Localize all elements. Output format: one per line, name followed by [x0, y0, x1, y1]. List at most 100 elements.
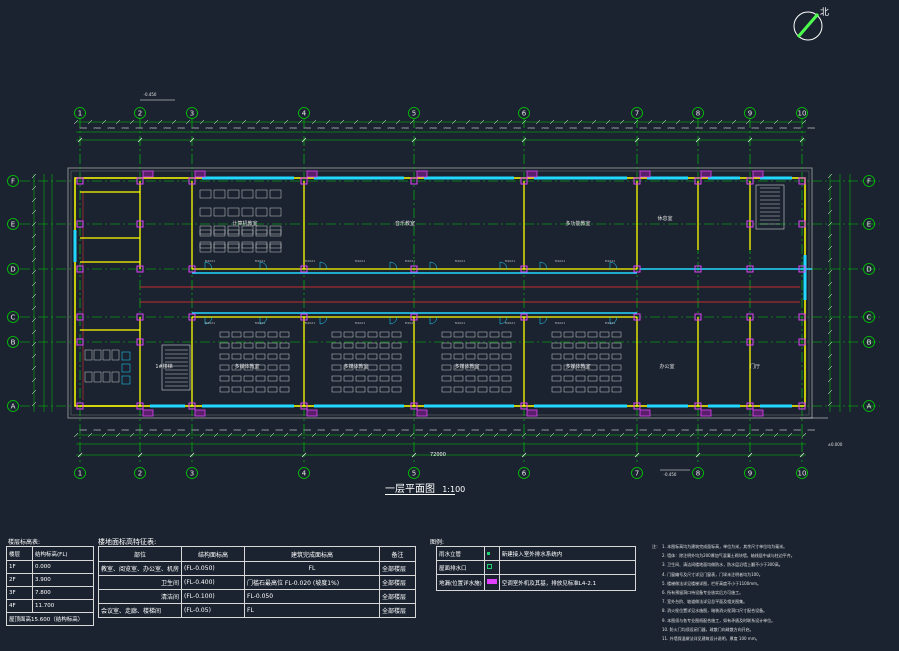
dim-tick	[157, 432, 163, 438]
dim-tick	[827, 365, 833, 371]
finish-cell: FL-0.050	[244, 589, 381, 604]
dim-tick	[521, 119, 527, 125]
classroom-desk	[343, 353, 354, 360]
grid-bubble-label-4: 4	[302, 470, 307, 478]
grid-bubble-label-7: 7	[635, 110, 639, 118]
legend-desc: 空调室外机及其基，排放见标准L4-2.1	[498, 574, 637, 591]
level-cell: 7.800	[32, 586, 94, 600]
dim-value: 1500	[737, 428, 745, 432]
dim-value: 1500	[359, 126, 367, 130]
stair-outline	[161, 344, 191, 391]
classroom-desk	[551, 364, 562, 371]
dim-tick	[507, 432, 513, 438]
dim-value: 1500	[695, 126, 703, 130]
classroom-desk	[489, 342, 500, 349]
dim-tick	[745, 432, 751, 438]
structural-column	[746, 313, 754, 321]
north-arrow-needle	[796, 13, 820, 38]
note-line: 5. 楼梯做法详见楼梯详图，栏杆高度不小于1100mm。	[662, 580, 762, 586]
dim-tick	[409, 119, 415, 125]
structural-column	[300, 177, 308, 185]
grid-bubble	[692, 467, 704, 479]
structural-column	[188, 313, 196, 321]
grid-bubble-label-D: D	[866, 266, 871, 274]
door-swing	[204, 316, 213, 325]
dim-tick	[185, 432, 191, 438]
grid-bubble	[298, 467, 310, 479]
dim-tick	[213, 119, 219, 125]
classroom-desk	[477, 386, 488, 393]
dim-value: 1500	[737, 126, 745, 130]
dim-value: 1500	[191, 428, 199, 432]
dim-tick	[31, 389, 37, 395]
door-tag: M1021	[405, 259, 415, 263]
classroom-desk	[219, 386, 230, 393]
classroom-desk	[587, 386, 598, 393]
computer-desk	[199, 207, 212, 217]
dim-value: 1500	[401, 428, 409, 432]
dim-tick	[549, 432, 555, 438]
dim-tick	[381, 432, 387, 438]
level-cell: 3F	[5, 586, 34, 600]
ac-unit-symbol-icon	[486, 579, 497, 584]
door-tag: M1021	[455, 259, 465, 263]
dim-tick	[77, 452, 83, 458]
dim-value: 1500	[387, 126, 395, 130]
structural-column	[136, 265, 144, 273]
dim-tick	[747, 137, 753, 143]
dim-tick	[773, 432, 779, 438]
dim-tick	[827, 233, 833, 239]
dim-value: 1500	[723, 126, 731, 130]
dim-tick	[787, 432, 793, 438]
classroom-desk	[231, 342, 242, 349]
classroom-desk	[331, 386, 342, 393]
dim-value: 1500	[597, 126, 605, 130]
dim-tick	[827, 377, 833, 383]
grid-bubble	[796, 467, 808, 479]
door-tag: M1021	[255, 321, 265, 325]
dim-tick	[827, 353, 833, 359]
note-line: 10. 防火门均须设闭门器，疏散门向疏散方向开启。	[662, 626, 754, 632]
classroom-desk	[331, 364, 342, 371]
dim-value: 1500	[415, 428, 423, 432]
dim-tick	[745, 119, 751, 125]
grid-bubble	[7, 263, 19, 275]
toilet-stall	[111, 371, 120, 383]
level-cell: 2F	[5, 573, 34, 587]
computer-desk	[227, 241, 240, 249]
dim-tick	[479, 119, 485, 125]
dim-tick	[339, 119, 345, 125]
classroom-desk	[453, 342, 464, 349]
door-swing	[499, 261, 508, 270]
classroom-desk	[279, 353, 290, 360]
grid-bubble-label-6: 6	[522, 110, 527, 118]
dim-tick	[633, 119, 639, 125]
computer-desk	[269, 241, 282, 249]
dim-tick	[521, 452, 527, 458]
dim-tick	[367, 119, 373, 125]
dim-value: 1500	[709, 126, 717, 130]
grid-bubble	[518, 467, 530, 479]
classroom-desk	[243, 331, 254, 338]
grid-bubble	[863, 175, 875, 187]
classroom-desk	[367, 342, 378, 349]
dim-tick	[325, 119, 331, 125]
classroom-desk	[255, 375, 266, 382]
dim-tick	[493, 119, 499, 125]
exterior-wall	[74, 177, 806, 407]
dim-tick	[31, 173, 37, 179]
grid-bubble	[186, 467, 198, 479]
level-callout: ±0.000	[828, 442, 843, 447]
dim-tick	[157, 119, 163, 125]
dim-tick	[171, 119, 177, 125]
classroom-desk	[563, 364, 574, 371]
dim-value: 1500	[163, 126, 171, 130]
computer-desk	[213, 241, 226, 249]
classroom-desk	[465, 386, 476, 393]
computer-desk	[255, 189, 268, 199]
grid-bubble-label-E: E	[867, 221, 871, 229]
level-cell: 3.900	[32, 573, 94, 587]
dim-tick	[647, 432, 653, 438]
classroom-desk	[343, 375, 354, 382]
